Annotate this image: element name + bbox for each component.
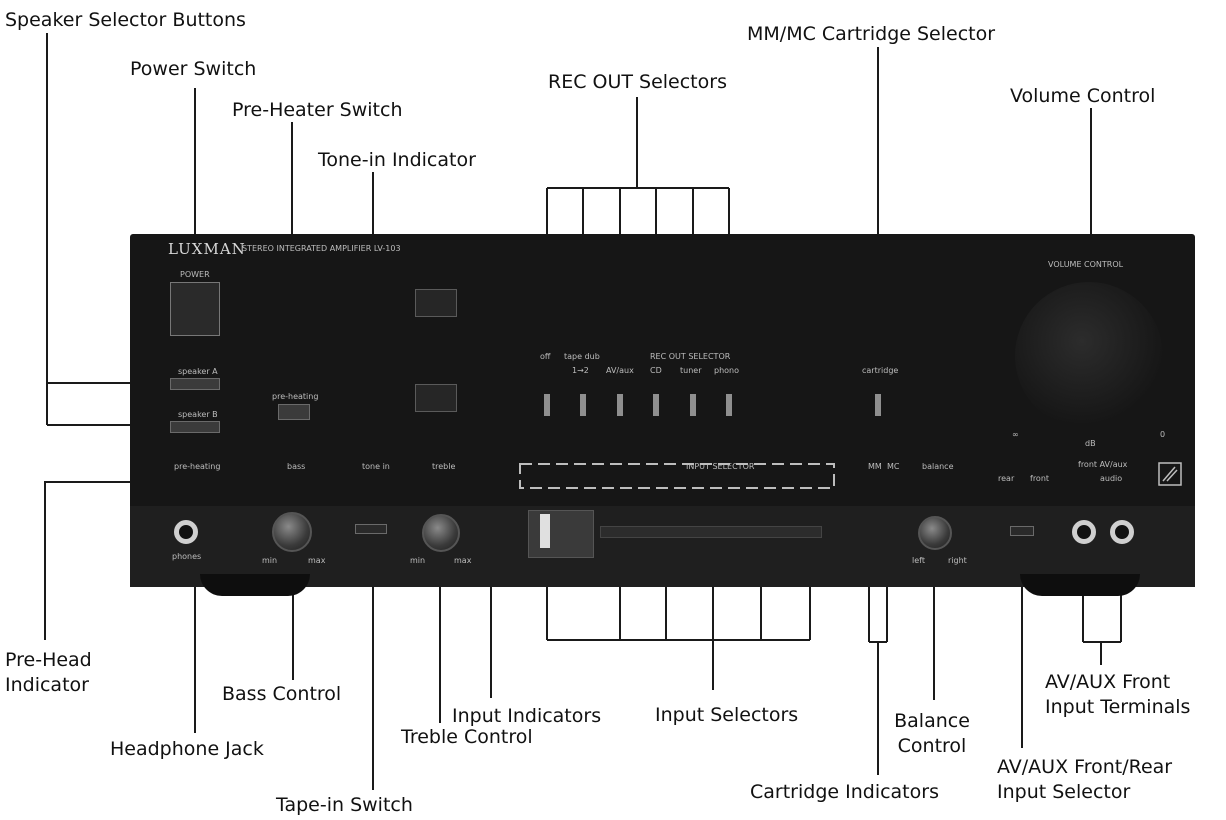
callout-treble-control: Treble Control	[401, 726, 533, 748]
callout-av-terminals-line1: AV/AUX Front	[1045, 671, 1171, 693]
treble-max-label: max	[454, 556, 472, 565]
mm-label: MM	[868, 462, 882, 471]
balance-left-label: left	[912, 556, 925, 565]
av-aux-terminal-right[interactable]	[1110, 520, 1134, 544]
volume-scale-max: 0	[1160, 430, 1166, 439]
callout-av-selector-line2: Input Selector	[997, 781, 1131, 803]
cartridge-label: cartridge	[862, 366, 899, 375]
pre-heating-indicator-label: pre-heating	[174, 462, 221, 471]
power-switch[interactable]	[170, 282, 220, 336]
callout-tone-in-indicator: Tone-in Indicator	[318, 149, 476, 171]
rec-out-lever-6[interactable]	[726, 394, 732, 416]
callout-tape-in-switch: Tape-in Switch	[276, 794, 413, 816]
rec-out-lever-1[interactable]	[544, 394, 550, 416]
callout-av-aux-front-rear-input-selector: AV/AUX Front/Rear Input Selector	[997, 755, 1172, 805]
callout-balance-line1: Balance	[894, 710, 970, 732]
balance-knob[interactable]	[918, 516, 952, 550]
pre-heating-switch[interactable]	[278, 404, 310, 420]
bass-knob[interactable]	[272, 512, 312, 552]
amplifier-front-panel: LUXMAN STEREO INTEGRATED AMPLIFIER LV-10…	[130, 234, 1195, 596]
brand-logo: LUXMAN	[168, 240, 246, 258]
phones-label: phones	[172, 552, 202, 561]
rec-label-tape-dub: tape dub	[564, 352, 600, 361]
bass-max-label: max	[308, 556, 326, 565]
luxman-logo-icon	[1158, 462, 1182, 486]
speaker-b-button[interactable]	[170, 421, 220, 433]
rec-out-lever-4[interactable]	[653, 394, 659, 416]
callout-pre-heater-switch: Pre-Heater Switch	[232, 99, 403, 121]
callout-speaker-selector-buttons: Speaker Selector Buttons	[5, 9, 246, 31]
speaker-b-label: speaker B	[178, 410, 218, 419]
front-label: front	[1030, 474, 1050, 483]
audio-label: audio	[1100, 474, 1123, 483]
rec-label-cd: CD	[650, 366, 662, 375]
leader-av-terminals	[1082, 555, 1122, 665]
bass-label: bass	[287, 462, 306, 471]
input-display-window	[528, 510, 594, 558]
right-foot	[1020, 574, 1140, 596]
callout-cartridge-indicators: Cartridge Indicators	[750, 781, 939, 803]
rec-label-off: off	[540, 352, 551, 361]
speaker-a-label: speaker A	[178, 367, 218, 376]
tape-in-switch[interactable]	[355, 524, 387, 534]
pre-heating-button-label: pre-heating	[272, 392, 319, 401]
callout-bass-control: Bass Control	[222, 683, 342, 705]
treble-label: treble	[432, 462, 456, 471]
input-selector-label: INPUT SELECTOR	[686, 462, 755, 471]
av-aux-terminal-left[interactable]	[1072, 520, 1096, 544]
callout-mm-mc-cartridge-selector: MM/MC Cartridge Selector	[747, 23, 996, 45]
input-selected-marker	[540, 514, 550, 548]
bass-min-label: min	[262, 556, 278, 565]
tape-monitor-switch-2[interactable]	[415, 384, 457, 412]
cartridge-lever[interactable]	[875, 394, 881, 416]
callout-pre-head-line1: Pre-Head	[5, 649, 92, 671]
input-indicator-strip	[519, 463, 835, 489]
callout-input-selectors: Input Selectors	[655, 704, 799, 726]
callout-pre-head-indicator: Pre-Head Indicator	[5, 648, 92, 698]
treble-min-label: min	[410, 556, 426, 565]
callout-headphone-jack: Headphone Jack	[110, 738, 264, 760]
callout-input-indicators: Input Indicators	[452, 705, 602, 727]
rec-label-tuner: tuner	[680, 366, 702, 375]
callout-pre-head-line2: Indicator	[5, 674, 89, 696]
callout-balance-line2: Control	[897, 735, 967, 757]
mc-label: MC	[887, 462, 900, 471]
tone-in-label: tone in	[362, 462, 390, 471]
speaker-a-button[interactable]	[170, 378, 220, 390]
callout-balance-control: Balance Control	[894, 709, 970, 759]
callout-av-terminals-line2: Input Terminals	[1045, 696, 1191, 718]
av-front-rear-selector[interactable]	[1010, 526, 1034, 536]
treble-knob[interactable]	[422, 514, 460, 552]
tape-monitor-switch-1[interactable]	[415, 289, 457, 317]
balance-right-label: right	[948, 556, 967, 565]
volume-knob[interactable]	[1015, 282, 1163, 430]
volume-db-label: dB	[1085, 439, 1096, 448]
power-label: POWER	[180, 270, 210, 279]
rec-label-phono: phono	[714, 366, 740, 375]
headphone-jack[interactable]	[174, 520, 198, 544]
callout-rec-out-selectors: REC OUT Selectors	[548, 71, 727, 93]
input-selector-button-row[interactable]	[600, 526, 822, 538]
volume-scale-min: ∞	[1012, 430, 1019, 439]
left-foot	[200, 574, 310, 596]
model-label: STEREO INTEGRATED AMPLIFIER LV-103	[242, 244, 401, 253]
rec-out-selector-label: REC OUT SELECTOR	[650, 352, 731, 361]
rec-out-lever-2[interactable]	[580, 394, 586, 416]
callout-av-selector-line1: AV/AUX Front/Rear	[997, 756, 1173, 778]
callout-volume-control: Volume Control	[1010, 85, 1156, 107]
rec-out-lever-3[interactable]	[617, 394, 623, 416]
front-av-aux-label: front AV/aux	[1078, 460, 1128, 469]
rec-label-1-2: 1→2	[572, 366, 589, 375]
callout-av-aux-front-input-terminals: AV/AUX Front Input Terminals	[1045, 670, 1190, 720]
callout-power-switch: Power Switch	[130, 58, 257, 80]
balance-label: balance	[922, 462, 954, 471]
volume-control-label: VOLUME CONTROL	[1048, 260, 1124, 269]
rear-label: rear	[998, 474, 1015, 483]
leader-cartridge-ind	[868, 482, 888, 775]
rec-label-av-aux: AV/aux	[606, 366, 634, 375]
rec-out-lever-5[interactable]	[690, 394, 696, 416]
